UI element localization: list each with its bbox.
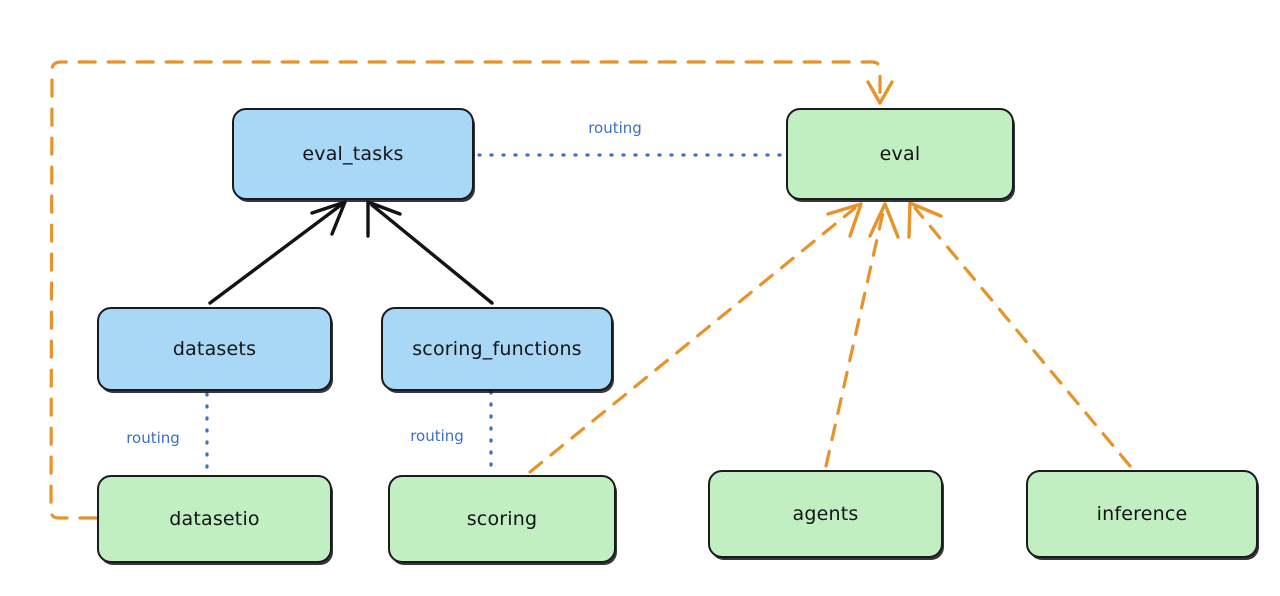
edge-datasetio-to-eval-arrowhead xyxy=(866,80,894,105)
edge-inference-to-eval xyxy=(913,206,1132,468)
edge-inference-to-eval-arrowhead xyxy=(907,201,943,239)
node-datasetio[interactable]: datasetio xyxy=(97,475,332,563)
edge-label-routing-scoring-functions-scoring: routing xyxy=(410,427,464,445)
node-label-datasets: datasets xyxy=(172,338,257,360)
node-eval-tasks[interactable]: eval_tasks xyxy=(232,108,474,200)
edge-scoring_functions-to-eval_tasks-arrowhead xyxy=(366,200,402,238)
node-scoring-functions[interactable]: scoring_functions xyxy=(381,307,613,391)
node-label-eval: eval xyxy=(879,143,921,165)
node-label-agents: agents xyxy=(792,503,859,525)
edge-datasets-to-eval_tasks xyxy=(208,203,343,305)
edge-scoring_functions-to-eval_tasks xyxy=(370,203,494,305)
node-inference[interactable]: inference xyxy=(1026,470,1258,558)
node-label-scoring: scoring xyxy=(466,508,538,530)
node-eval[interactable]: eval xyxy=(786,108,1014,200)
node-scoring[interactable]: scoring xyxy=(388,475,616,563)
edge-agents-to-eval-arrowhead xyxy=(868,202,900,239)
node-label-inference: inference xyxy=(1096,503,1188,525)
node-label-scoring-functions: scoring_functions xyxy=(412,338,582,360)
node-agents[interactable]: agents xyxy=(708,470,943,558)
node-label-eval-tasks: eval_tasks xyxy=(302,143,404,165)
edge-agents-to-eval xyxy=(824,206,886,468)
edge-scoring-to-eval-arrowhead xyxy=(826,202,863,238)
edge-datasets-to-eval_tasks-arrowhead xyxy=(310,200,347,236)
edge-label-routing-datasets-datasetio: routing xyxy=(126,429,180,447)
edge-label-routing-eval-tasks-eval: routing xyxy=(588,119,642,137)
node-label-datasetio: datasetio xyxy=(169,508,260,530)
node-datasets[interactable]: datasets xyxy=(97,307,332,391)
